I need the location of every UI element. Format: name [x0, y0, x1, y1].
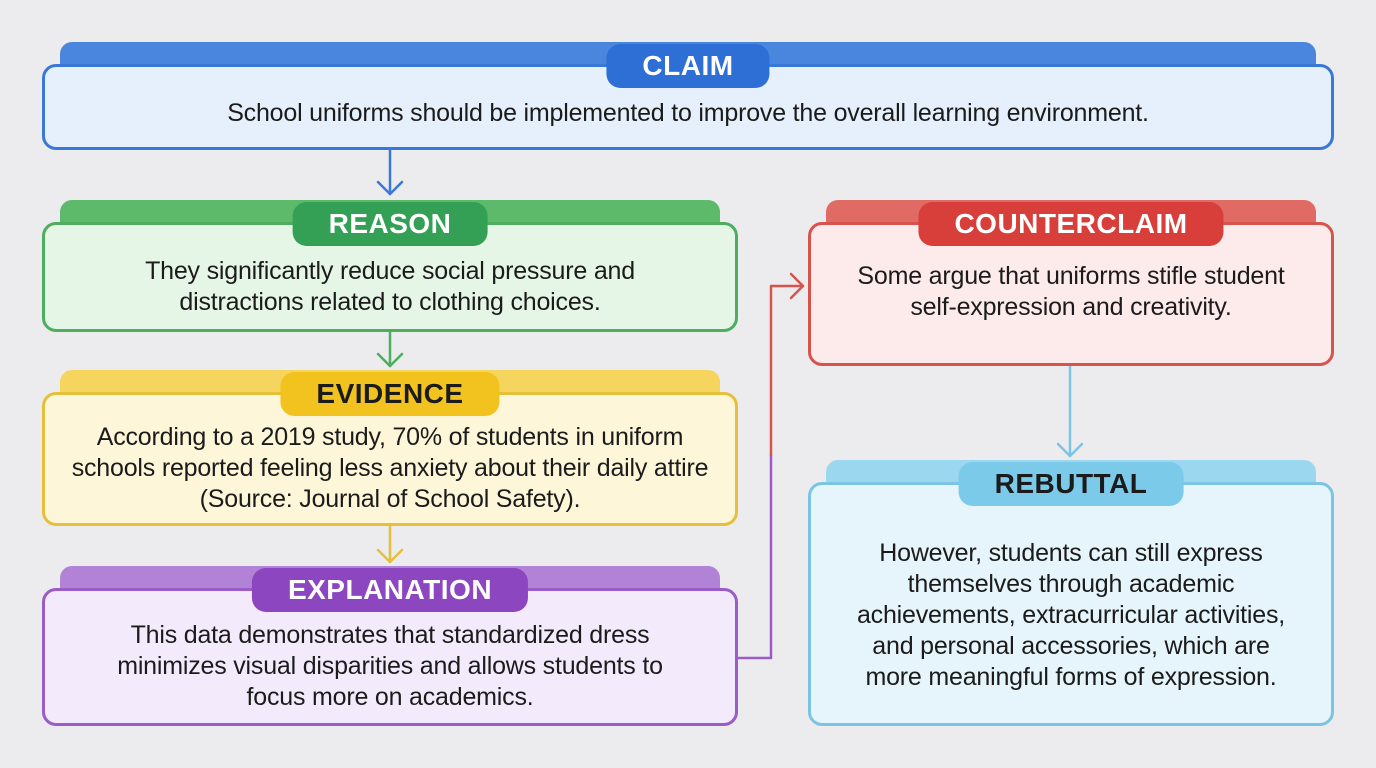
reason-text: They significantly reduce social pressur… [145, 257, 635, 316]
reason-block: They significantly reduce social pressur… [42, 200, 738, 332]
arrow-counterclaim-to-rebuttal [1056, 364, 1084, 458]
explanation-label: EXPLANATION [251, 568, 529, 612]
arrow-explanation-to-counterclaim [736, 272, 805, 660]
rebuttal-text: However, students can still express them… [856, 538, 1286, 691]
counterclaim-text: Some argue that uniforms stifle student … [857, 262, 1285, 321]
explanation-card: This data demonstrates that standardized… [42, 588, 738, 726]
counterclaim-card: Some argue that uniforms stifle student … [808, 222, 1334, 366]
evidence-block: According to a 2019 study, 70% of studen… [42, 370, 738, 526]
reason-card: They significantly reduce social pressur… [42, 222, 738, 332]
explanation-block: This data demonstrates that standardized… [42, 566, 738, 726]
counterclaim-block: Some argue that uniforms stifle student … [808, 200, 1334, 366]
arrow-evidence-to-explanation [376, 524, 404, 564]
rebuttal-card: However, students can still express them… [808, 482, 1334, 726]
evidence-text: According to a 2019 study, 70% of studen… [71, 422, 709, 513]
rebuttal-block: However, students can still express them… [808, 460, 1334, 726]
explanation-text: This data demonstrates that standardized… [117, 620, 663, 711]
arrow-claim-to-reason [376, 148, 404, 196]
evidence-label: EVIDENCE [280, 372, 500, 416]
claim-block: School uniforms should be implemented to… [42, 42, 1334, 150]
arrow-reason-to-evidence [376, 330, 404, 368]
claim-label: CLAIM [606, 44, 770, 88]
reason-label: REASON [292, 202, 488, 246]
counterclaim-label: COUNTERCLAIM [918, 202, 1224, 246]
rebuttal-label: REBUTTAL [958, 462, 1184, 506]
claim-text: School uniforms should be implemented to… [227, 98, 1149, 127]
